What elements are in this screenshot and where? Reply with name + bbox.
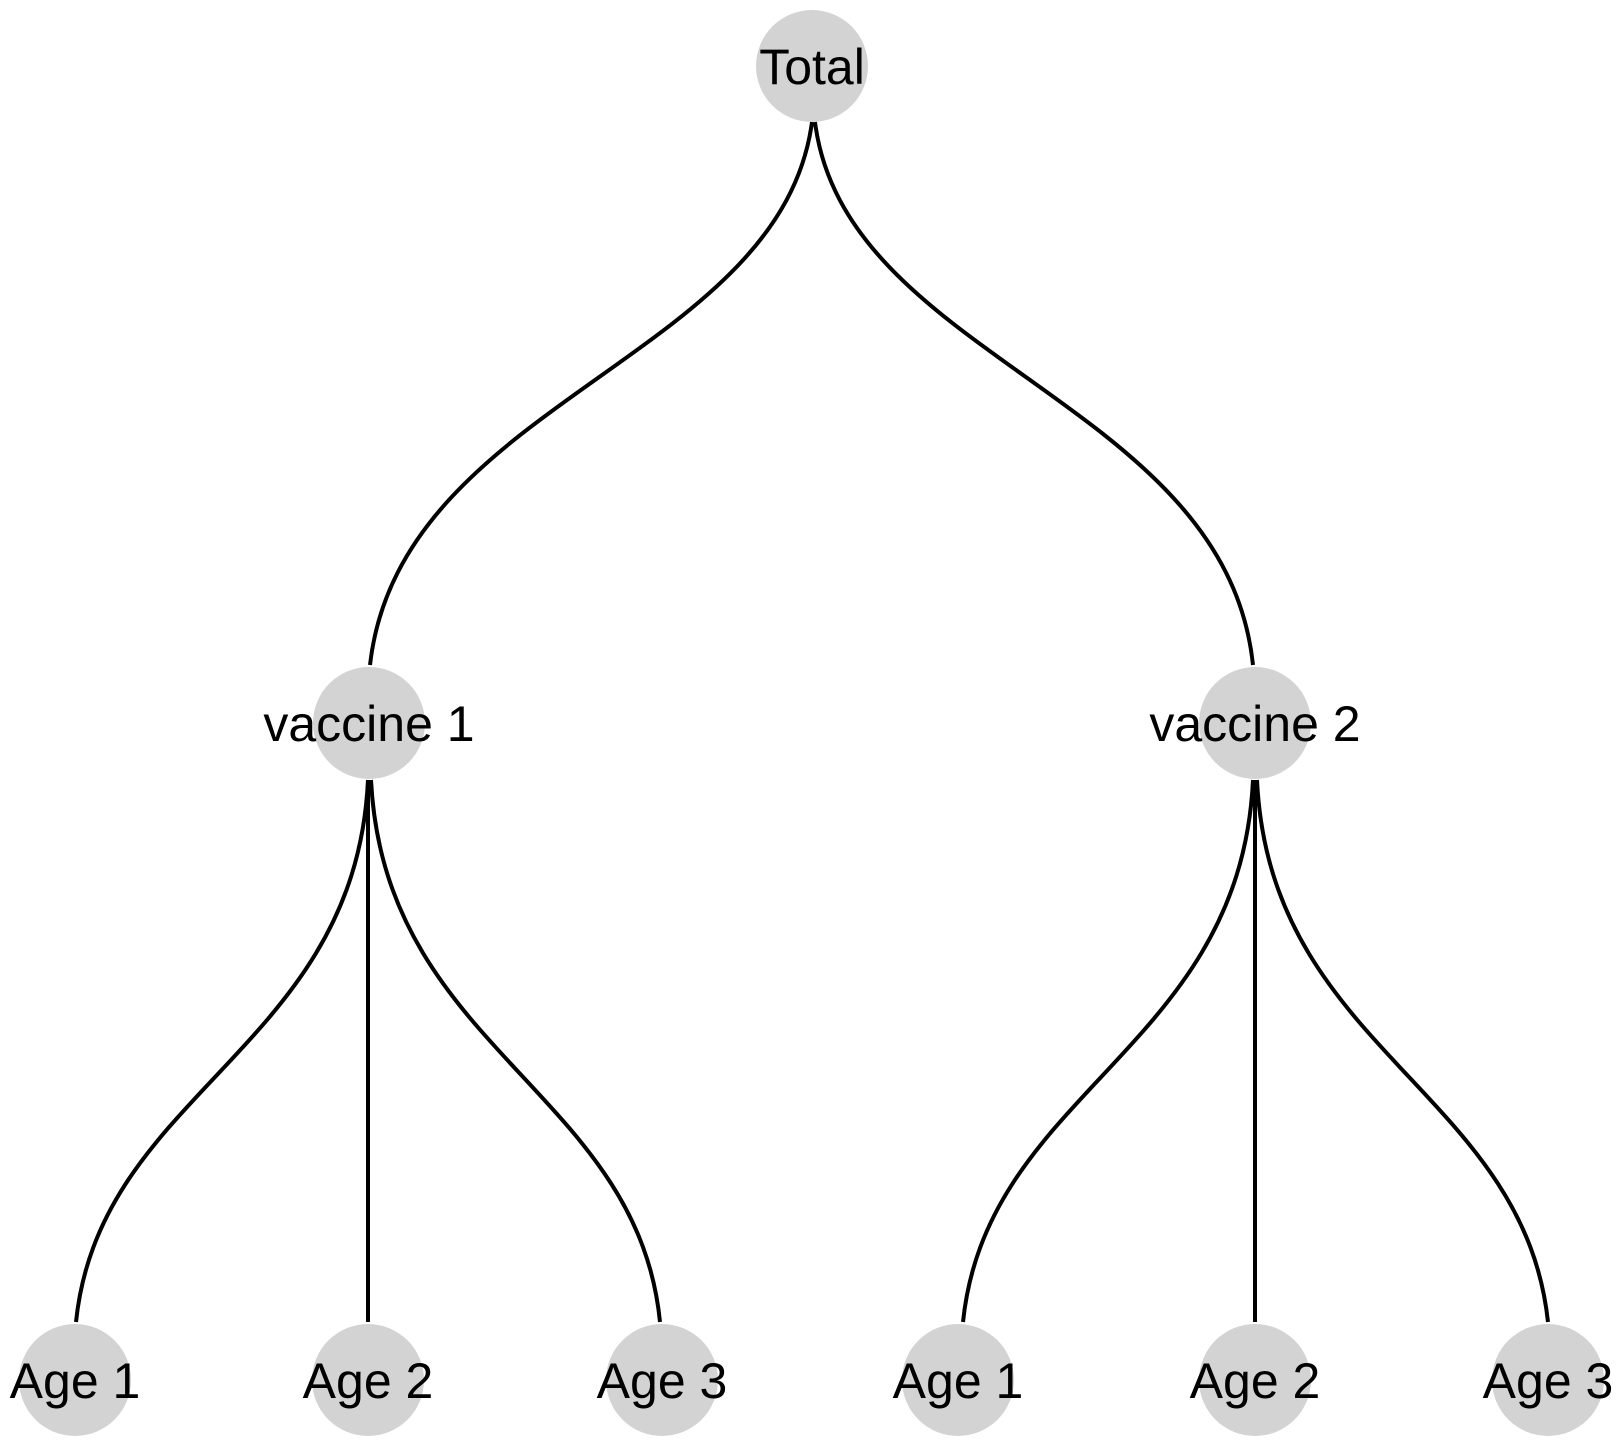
node-vaccine-1: vaccine 1 [263, 667, 475, 779]
edge-vaccine-1-age-3 [369, 779, 662, 1323]
edges [74, 121, 1550, 1323]
node-vaccine-2-age-3-circle [1492, 1324, 1604, 1436]
node-vaccine-1-age-3-label: Age 3 [597, 1353, 728, 1409]
node-vaccine-1-age-3: Age 3 [597, 1324, 728, 1436]
node-total: Total [756, 10, 868, 122]
node-total-circle [756, 10, 868, 122]
node-vaccine-1-age-2: Age 2 [303, 1324, 434, 1436]
node-vaccine-2-age-1-label: Age 1 [893, 1353, 1024, 1409]
node-vaccine-2-age-3-label: Age 3 [1483, 1353, 1614, 1409]
edge-vaccine-2-age-3 [1255, 779, 1550, 1323]
node-vaccine-1-age-1: Age 1 [10, 1324, 141, 1436]
node-vaccine-2-label: vaccine 2 [1149, 696, 1360, 752]
edge-vaccine-2-age-1 [961, 779, 1255, 1323]
node-vaccine-1-age-3-circle [606, 1324, 718, 1436]
node-vaccine-1-age-1-circle [19, 1324, 131, 1436]
node-vaccine-1-age-2-label: Age 2 [303, 1353, 434, 1409]
node-vaccine-2-age-1: Age 1 [893, 1324, 1024, 1436]
edge-total-vaccine-1 [368, 121, 814, 666]
node-total-label: Total [759, 39, 865, 95]
node-vaccine-2-age-3: Age 3 [1483, 1324, 1614, 1436]
node-vaccine-2-age-1-circle [902, 1324, 1014, 1436]
node-vaccine-1-circle [313, 667, 425, 779]
node-vaccine-1-label: vaccine 1 [263, 696, 474, 752]
node-vaccine-1-age-1-label: Age 1 [10, 1353, 141, 1409]
node-vaccine-2-age-2-label: Age 2 [1190, 1353, 1321, 1409]
node-vaccine-2-circle [1199, 667, 1311, 779]
node-vaccine-2-age-2: Age 2 [1190, 1324, 1321, 1436]
edge-total-vaccine-2 [813, 121, 1255, 666]
nodes: Total vaccine 1 vaccine 2 Age 1 Age 2 Ag… [10, 10, 1614, 1436]
edge-vaccine-1-age-1 [74, 779, 370, 1323]
node-vaccine-1-age-2-circle [312, 1324, 424, 1436]
node-vaccine-2-age-2-circle [1199, 1324, 1311, 1436]
node-vaccine-2: vaccine 2 [1149, 667, 1361, 779]
